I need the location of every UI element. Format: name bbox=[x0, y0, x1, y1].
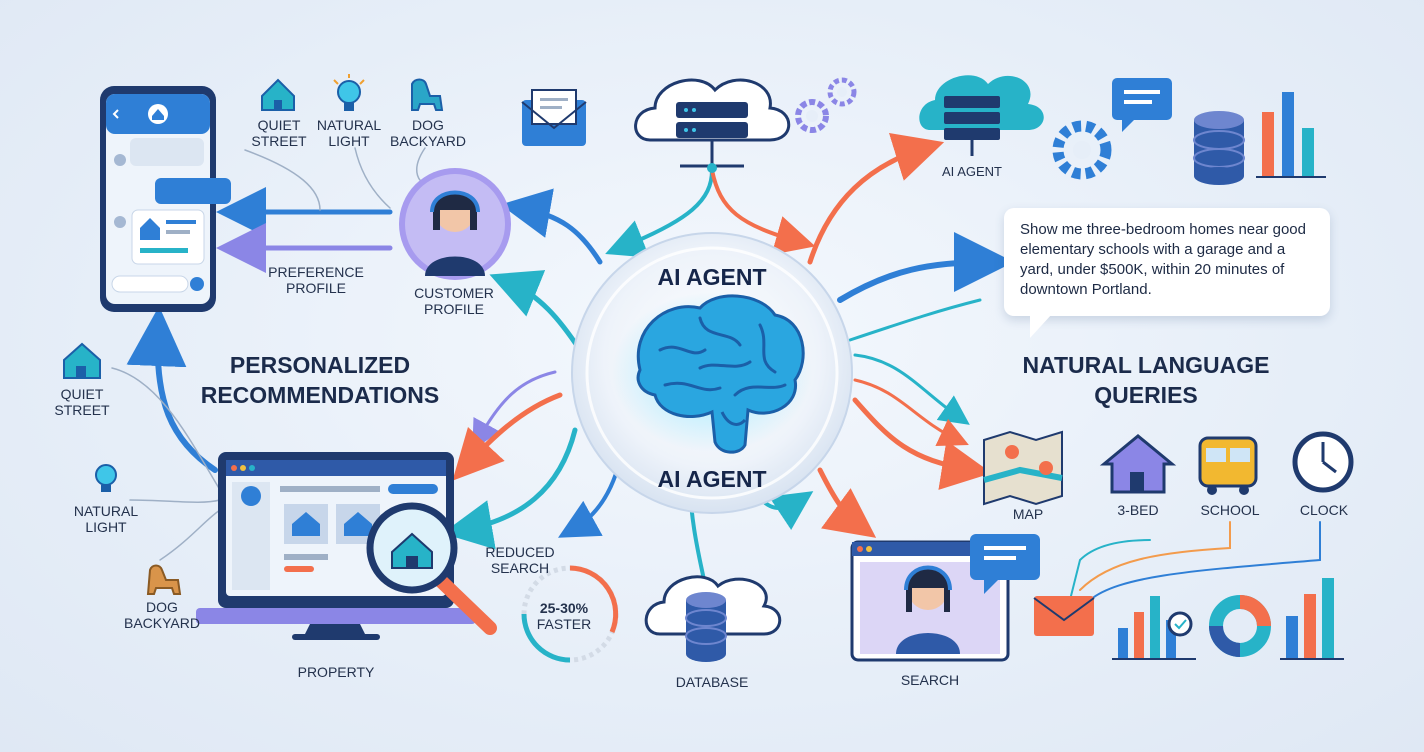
school-bus-icon bbox=[1198, 436, 1258, 495]
envelope-icon bbox=[1033, 596, 1095, 636]
map-label: MAP bbox=[1012, 506, 1044, 522]
house-icon bbox=[63, 342, 101, 379]
customer-avatar bbox=[399, 168, 511, 280]
server-cloud-icon bbox=[634, 78, 791, 173]
pref-label-dog-backyard: DOG BACKYARD bbox=[390, 117, 466, 149]
ai-agent-cloud-label: AI AGENT bbox=[942, 164, 1002, 179]
hub-title-top: AI AGENT bbox=[657, 264, 767, 290]
natural-language-queries-heading: NATURAL LANGUAGE QUERIES bbox=[1022, 352, 1270, 408]
lightbulb-icon bbox=[333, 74, 365, 111]
bar-chart-icon bbox=[1112, 596, 1196, 660]
database-cloud-icon bbox=[644, 575, 782, 662]
dog-icon bbox=[411, 78, 444, 111]
brain-icon bbox=[612, 292, 812, 454]
magnifier-icon bbox=[366, 502, 497, 635]
personalized-recommendations-heading: PERSONALIZED RECOMMENDATIONS bbox=[200, 352, 440, 408]
search-window bbox=[850, 540, 1010, 662]
property-label: PROPERTY bbox=[297, 664, 375, 680]
phone-mockup bbox=[100, 86, 231, 312]
gear-icon bbox=[1052, 120, 1112, 180]
side-pref-dog-backyard: DOG BACKYARD bbox=[124, 599, 200, 631]
dog-icon bbox=[146, 564, 182, 595]
bar-chart-icon bbox=[1280, 578, 1344, 660]
database-icon bbox=[1193, 111, 1245, 185]
house-icon bbox=[261, 78, 295, 111]
query-bubble bbox=[1004, 208, 1330, 338]
side-pref-natural-light: NATURAL LIGHT bbox=[73, 503, 139, 535]
hub bbox=[571, 232, 853, 514]
pref-label-natural-light: NATURAL LIGHT bbox=[316, 117, 382, 149]
clock-icon bbox=[1292, 431, 1354, 493]
reduced-search-label: REDUCED SEARCH bbox=[485, 544, 555, 576]
progress-ring bbox=[521, 565, 619, 663]
side-pref-quiet-street: QUIET STREET bbox=[54, 386, 110, 418]
query-text: Show me three-bedroom homes near good el… bbox=[1020, 221, 1306, 298]
clock-label: CLOCK bbox=[1299, 502, 1349, 518]
agent-cloud-icon bbox=[919, 75, 1044, 156]
house-icon bbox=[1099, 434, 1177, 494]
customer-profile-label: CUSTOMER PROFILE bbox=[414, 285, 494, 317]
search-label: SEARCH bbox=[900, 672, 960, 688]
database-label: DATABASE bbox=[675, 674, 749, 690]
three-bed-label: 3-BED bbox=[1117, 502, 1159, 518]
envelope-icon bbox=[521, 89, 587, 146]
pref-label-quiet-street: QUIET STREET bbox=[251, 117, 307, 149]
chat-bubble-icon bbox=[970, 534, 1040, 594]
hub-title-bottom: AI AGENT bbox=[657, 466, 767, 492]
speed-stat: 25-30% FASTER bbox=[536, 600, 592, 632]
preference-profile-label: PREFERENCE PROFILE bbox=[268, 264, 364, 296]
school-label: SCHOOL bbox=[1200, 502, 1260, 518]
donut-chart-icon bbox=[1209, 595, 1271, 657]
lightbulb-icon bbox=[95, 464, 117, 492]
gear-icon bbox=[795, 77, 857, 133]
bar-chart-icon bbox=[1256, 92, 1326, 178]
chat-bubble-icon bbox=[1112, 78, 1172, 132]
map-icon bbox=[983, 430, 1063, 506]
